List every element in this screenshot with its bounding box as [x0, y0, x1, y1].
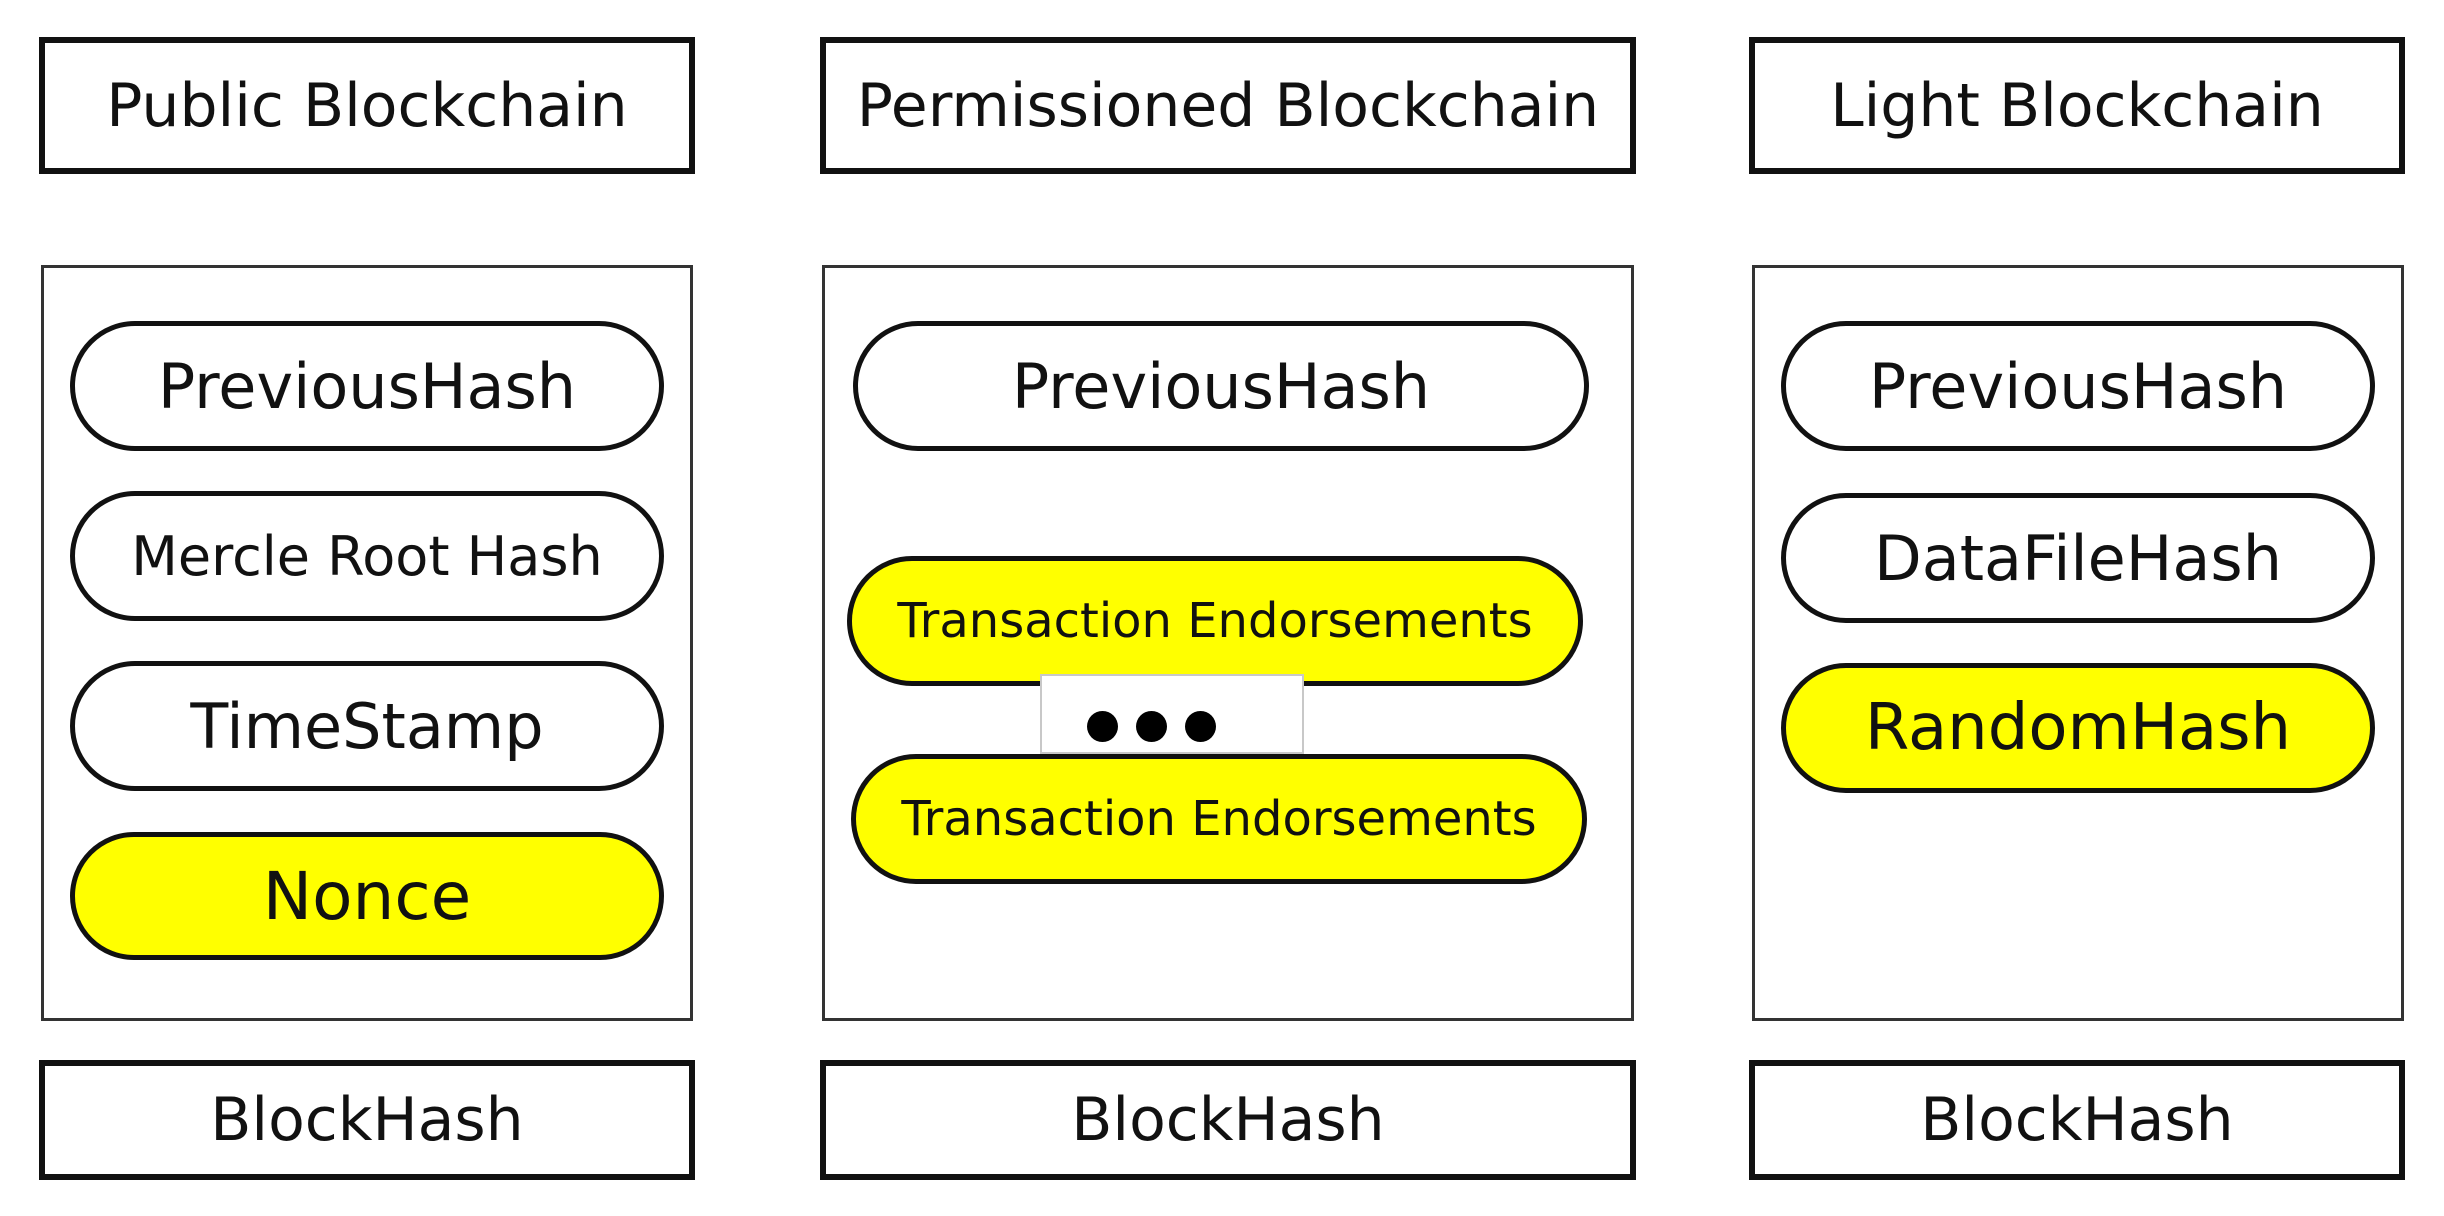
ellipsis-dot: [1136, 711, 1167, 742]
header-label: Permissioned Blockchain: [856, 70, 1600, 141]
ellipsis-box: [1040, 674, 1304, 754]
header-label: Light Blockchain: [1830, 70, 2324, 141]
field-timestamp: TimeStamp: [70, 661, 664, 791]
field-transaction-endorsements: Transaction Endorsements: [847, 556, 1583, 686]
footer-blockhash-light: BlockHash: [1749, 1060, 2405, 1180]
field-previous-hash: PreviousHash: [70, 321, 664, 451]
footer-blockhash-permissioned: BlockHash: [820, 1060, 1636, 1180]
footer-label: BlockHash: [1071, 1085, 1385, 1155]
ellipsis-dot: [1087, 711, 1118, 742]
field-previous-hash: PreviousHash: [1781, 321, 2375, 451]
footer-label: BlockHash: [1920, 1085, 2234, 1155]
field-nonce: Nonce: [70, 832, 664, 960]
field-mercle-root-hash: Mercle Root Hash: [70, 491, 664, 621]
footer-blockhash-public: BlockHash: [39, 1060, 695, 1180]
header-label: Public Blockchain: [106, 70, 628, 141]
field-random-hash: RandomHash: [1781, 663, 2375, 793]
ellipsis-dot: [1185, 711, 1216, 742]
field-previous-hash: PreviousHash: [853, 321, 1589, 451]
footer-label: BlockHash: [210, 1085, 524, 1155]
header-permissioned-blockchain: Permissioned Blockchain: [820, 37, 1636, 174]
field-transaction-endorsements: Transaction Endorsements: [851, 754, 1587, 884]
header-public-blockchain: Public Blockchain: [39, 37, 695, 174]
field-datafile-hash: DataFileHash: [1781, 493, 2375, 623]
header-light-blockchain: Light Blockchain: [1749, 37, 2405, 174]
